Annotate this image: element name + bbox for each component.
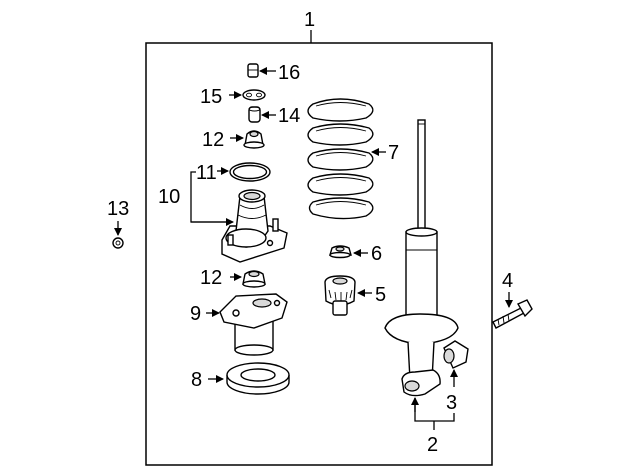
callout-8: 8 xyxy=(191,369,202,391)
callout-3: 3 xyxy=(446,392,457,414)
callout-4: 4 xyxy=(502,270,513,292)
callout-9: 9 xyxy=(190,303,201,325)
callout-11: 11 xyxy=(196,162,217,184)
part-13-nut xyxy=(112,237,124,249)
part-2-strut-body xyxy=(384,119,459,397)
part-12-lower-cap xyxy=(242,270,266,288)
part-11-seal-ring xyxy=(229,162,271,182)
part-12-upper-cap xyxy=(243,130,265,149)
callout-13: 13 xyxy=(107,198,129,220)
callout-12-upper: 12 xyxy=(202,129,224,151)
part-16-bump-stop xyxy=(247,63,259,78)
callout-12-lower: 12 xyxy=(200,267,222,289)
callout-5: 5 xyxy=(375,284,386,306)
part-8-insulator xyxy=(226,362,290,395)
part-3-bushing xyxy=(443,340,469,369)
callout-2: 2 xyxy=(427,434,438,456)
callout-16: 16 xyxy=(278,62,300,84)
part-6-nut xyxy=(329,245,352,259)
part-9-spring-seat xyxy=(219,293,288,356)
part-4-bolt xyxy=(492,299,533,329)
assembly-frame xyxy=(145,42,493,466)
callout-6: 6 xyxy=(371,243,382,265)
part-14-bushing xyxy=(248,106,261,123)
callout-15: 15 xyxy=(200,86,222,108)
callout-10: 10 xyxy=(158,186,180,208)
part-10-upper-mount xyxy=(221,189,288,263)
part-15-washer xyxy=(242,89,266,101)
part-7-coil-spring xyxy=(307,98,374,220)
callout-14: 14 xyxy=(278,105,300,127)
callout-7: 7 xyxy=(388,142,399,164)
part-5-bump-stop xyxy=(324,275,356,316)
callout-1: 1 xyxy=(304,9,315,31)
